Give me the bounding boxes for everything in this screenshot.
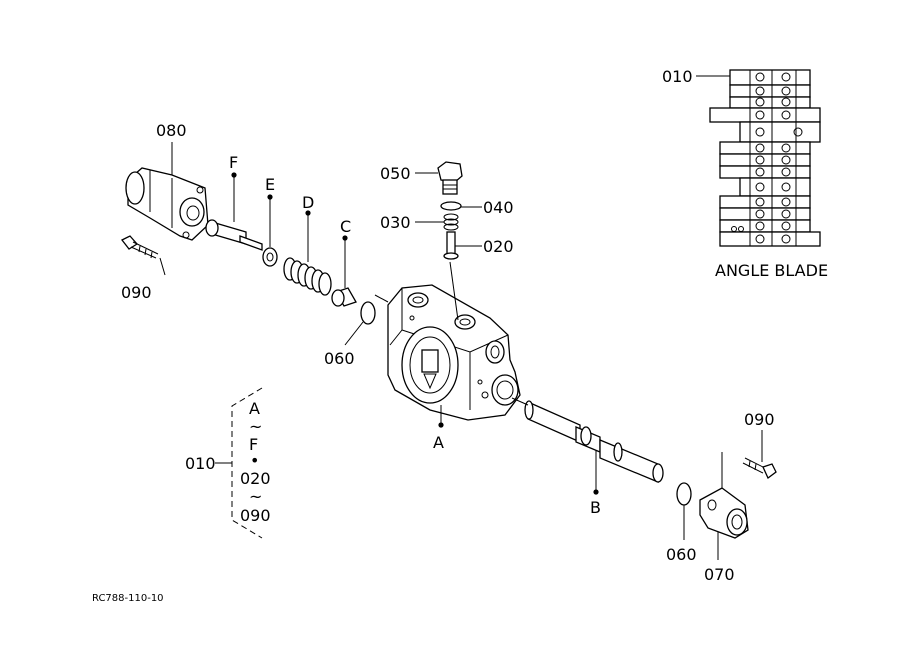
label-060-right: 060 (666, 545, 697, 564)
part-090-bolt-right (742, 457, 777, 480)
part-B-spool (524, 400, 664, 483)
label-F: F (229, 153, 238, 172)
inset-valve-stack (709, 69, 821, 247)
angle-blade-caption: ANGLE BLADE (715, 261, 828, 280)
label-A: A (433, 433, 444, 452)
label-010-left: 010 (185, 454, 216, 473)
part-090-bolt-left (121, 235, 159, 259)
range-to: F (249, 435, 258, 454)
range-from2: 020 (240, 469, 271, 488)
label-E: E (265, 175, 275, 194)
dot-B (593, 489, 599, 495)
label-050: 050 (380, 164, 411, 183)
drawing-code: RC788-110-10 (92, 593, 164, 604)
dot-E (267, 194, 273, 200)
range-tilde-2: ~ (249, 487, 262, 506)
part-060-oring-right (676, 482, 692, 506)
range-note: 010 A ~ F • 020 ~ 090 (185, 387, 271, 539)
part-D-spring (283, 257, 332, 296)
label-040: 040 (483, 198, 514, 217)
range-to2: 090 (240, 506, 271, 525)
label-080: 080 (156, 121, 187, 140)
part-040-oring (440, 201, 462, 211)
label-070: 070 (704, 565, 735, 584)
part-E-ring (262, 247, 278, 267)
label-D: D (302, 193, 314, 212)
label-020: 020 (483, 237, 514, 256)
part-080-cap (125, 167, 209, 241)
part-020-poppet (443, 231, 459, 260)
label-B: B (590, 498, 601, 517)
label-030: 030 (380, 213, 411, 232)
dot-C (342, 235, 348, 241)
label-060-left: 060 (324, 349, 355, 368)
part-A-valve-body (387, 284, 521, 421)
part-060-oring-left (360, 301, 376, 325)
dot-A (438, 422, 444, 428)
part-070-cap (699, 452, 749, 539)
range-from: A (249, 399, 260, 418)
label-090-left: 090 (121, 283, 152, 302)
range-tilde-1: ~ (249, 417, 262, 436)
part-050-plug (437, 161, 463, 195)
label-C: C (340, 217, 351, 236)
part-C-collar (331, 287, 357, 307)
dot-D (305, 210, 311, 216)
dot-F (231, 172, 237, 178)
label-090-right: 090 (744, 410, 775, 429)
label-010-top: 010 (662, 67, 693, 86)
range-dot: • (250, 451, 259, 470)
part-030-spring (443, 213, 459, 231)
part-F-plunger (205, 219, 263, 251)
